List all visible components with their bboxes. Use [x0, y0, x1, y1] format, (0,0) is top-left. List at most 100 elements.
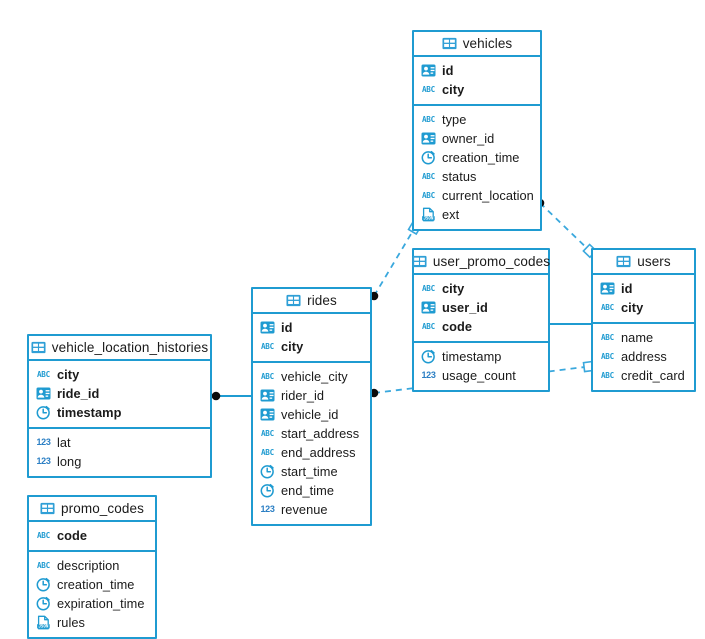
field-row[interactable]: ABC type — [414, 110, 540, 129]
table-icon — [616, 254, 631, 269]
table-title: users — [637, 254, 671, 269]
id-card-icon — [260, 388, 275, 403]
field-row[interactable]: ride_id — [29, 384, 210, 403]
json-icon: JSON — [421, 207, 436, 222]
field-row[interactable]: JSON rules — [29, 613, 155, 632]
table-header[interactable]: rides — [253, 289, 370, 314]
table-header[interactable]: vehicle_location_histories — [29, 336, 210, 361]
field-name: address — [621, 349, 667, 364]
abc-icon: ABC — [600, 302, 615, 312]
field-row[interactable]: start_time — [253, 462, 370, 481]
field-name: creation_time — [442, 150, 520, 165]
field-row[interactable]: JSON ext — [414, 205, 540, 224]
table-icon — [286, 293, 301, 308]
clock-icon — [36, 596, 51, 611]
abc-icon: ABC — [36, 560, 51, 570]
field-name: usage_count — [442, 368, 516, 383]
123-icon: 123 — [36, 456, 51, 466]
abc-icon: ABC — [421, 114, 436, 124]
id-card-icon — [600, 281, 615, 296]
field-row[interactable]: expiration_time — [29, 594, 155, 613]
field-row[interactable]: vehicle_id — [253, 405, 370, 424]
relationship-line — [373, 223, 418, 297]
field-name: start_address — [281, 426, 360, 441]
svg-text:JSON: JSON — [38, 624, 48, 629]
table-header[interactable]: user_promo_codes — [412, 250, 550, 275]
field-row[interactable]: user_id — [414, 298, 548, 317]
table-title: vehicles — [462, 36, 513, 51]
field-row[interactable]: timestamp — [414, 347, 548, 366]
field-name: id — [281, 320, 293, 335]
field-name: rules — [57, 615, 85, 630]
abc-icon: ABC — [36, 369, 51, 379]
field-row[interactable]: ABC city — [593, 298, 694, 317]
field-row[interactable]: id — [593, 279, 694, 298]
field-row[interactable]: owner_id — [414, 129, 540, 148]
field-name: code — [57, 528, 88, 543]
clock-icon — [421, 349, 436, 364]
field-row[interactable]: id — [414, 61, 540, 80]
field-row[interactable]: creation_time — [414, 148, 540, 167]
table-icon — [412, 254, 427, 269]
field-row[interactable]: timestamp — [29, 403, 210, 422]
table-header[interactable]: promo_codes — [29, 497, 155, 522]
field-name: id — [621, 281, 633, 296]
abc-icon: ABC — [421, 190, 436, 200]
field-row[interactable]: creation_time — [29, 575, 155, 594]
table-icon — [31, 340, 46, 355]
123-icon: 123 — [421, 370, 436, 380]
id-card-icon — [260, 320, 275, 335]
field-name: user_id — [442, 300, 488, 315]
abc-icon: ABC — [421, 84, 436, 94]
abc-icon: ABC — [600, 332, 615, 342]
field-name: type — [442, 112, 467, 127]
field-row[interactable]: 123 usage_count — [414, 366, 548, 385]
field-name: creation_time — [57, 577, 135, 592]
abc-icon: ABC — [421, 283, 436, 293]
relationship-vehicle-location-histories-to-rides[interactable] — [211, 391, 251, 401]
table-icon — [40, 501, 55, 516]
field-row[interactable]: rider_id — [253, 386, 370, 405]
table-title: vehicle_location_histories — [51, 340, 209, 355]
clock-icon — [260, 464, 275, 479]
field-name: city — [621, 300, 644, 315]
field-row[interactable]: id — [253, 318, 370, 337]
table-header[interactable]: vehicles — [414, 32, 540, 57]
field-name: ext — [442, 207, 460, 222]
table-header[interactable]: users — [593, 250, 694, 275]
field-row[interactable]: end_time — [253, 481, 370, 500]
relationship-line — [539, 202, 594, 255]
table-title: rides — [307, 293, 337, 308]
field-name: code — [442, 319, 473, 334]
